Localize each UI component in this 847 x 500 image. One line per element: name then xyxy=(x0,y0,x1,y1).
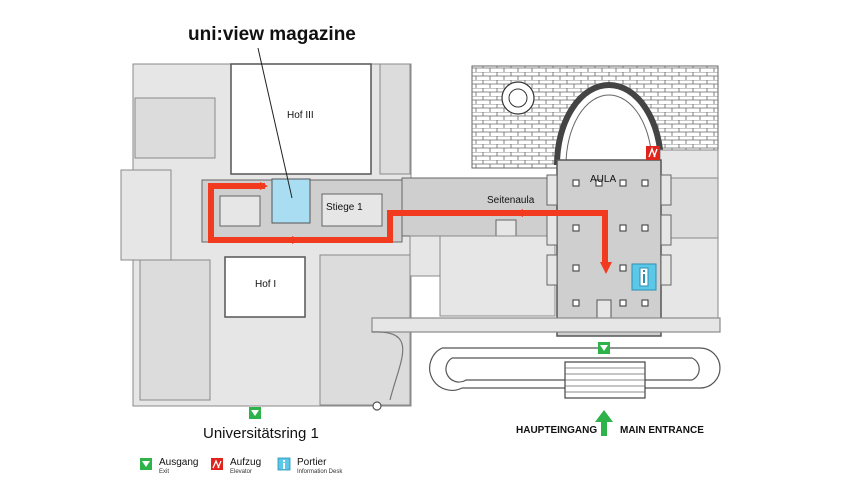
magazine-room xyxy=(271,178,311,224)
legend-info-sublabel: Information Desk xyxy=(297,469,343,475)
legend-exit-label: Ausgang xyxy=(159,457,199,468)
label-stiege: Stiege 1 xyxy=(326,202,363,213)
entrance-ramp xyxy=(371,317,721,411)
exit-icon-main xyxy=(598,342,610,354)
courtyard-hof1 xyxy=(224,256,306,318)
entrance-label-en: MAIN ENTRANCE xyxy=(620,425,704,436)
courtyard-hof3 xyxy=(230,63,372,175)
info-desk-icon xyxy=(631,263,657,291)
legend-info-label: Portier xyxy=(297,457,327,468)
label-hof3: Hof III xyxy=(287,110,314,121)
exit-icon-ring xyxy=(249,407,261,419)
label-hof1: Hof I xyxy=(255,279,277,290)
legend-exit-sublabel: Exit xyxy=(159,469,170,475)
street-label: Universitätsring 1 xyxy=(203,425,319,442)
magazine-title: uni:view magazine xyxy=(188,24,356,45)
elevator-icon xyxy=(646,146,660,160)
label-seitenaula: Seitenaula xyxy=(487,195,535,206)
legend-elevator-sublabel: Elevator xyxy=(230,469,253,475)
legend-exit-icon xyxy=(140,458,152,470)
legend-elevator-icon xyxy=(211,458,223,470)
legend-elevator-label: Aufzug xyxy=(230,457,262,468)
label-aula: AULA xyxy=(590,174,617,185)
aula-hall xyxy=(546,159,672,337)
entrance-arrow-icon xyxy=(595,410,613,436)
route-path xyxy=(208,183,608,265)
entrance-label-de: HAUPTEINGANG xyxy=(516,425,598,436)
callout-line xyxy=(257,47,293,199)
legend-info-icon xyxy=(277,457,291,471)
rosette xyxy=(501,81,535,115)
